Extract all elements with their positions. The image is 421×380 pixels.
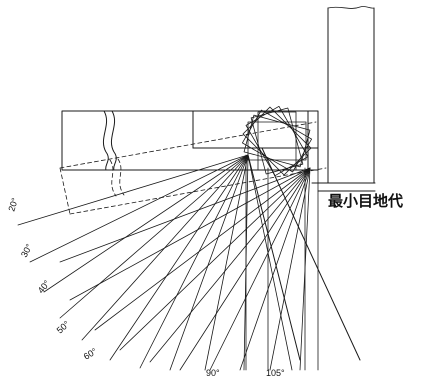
angle-label-50: 50° (55, 319, 72, 336)
door-closed (61, 110, 319, 171)
side-panel (311, 6, 376, 192)
angle-label-60: 60° (82, 346, 99, 362)
hinge-cup-outlines (241, 105, 313, 177)
angle-label-40: 40° (36, 278, 53, 295)
swing-lines (17, 147, 361, 371)
door-opening-outlines (59, 121, 327, 215)
angle-labels: 20° 30° 40° 50° 60° 90° 105° (6, 196, 285, 378)
minimum-joint-allowance-label: 最小目地代 (328, 192, 403, 210)
angle-label-105: 105° (266, 368, 285, 378)
angle-label-90: 90° (206, 368, 220, 378)
angle-label-20: 20° (6, 196, 20, 212)
angle-label-30: 30° (19, 242, 34, 259)
